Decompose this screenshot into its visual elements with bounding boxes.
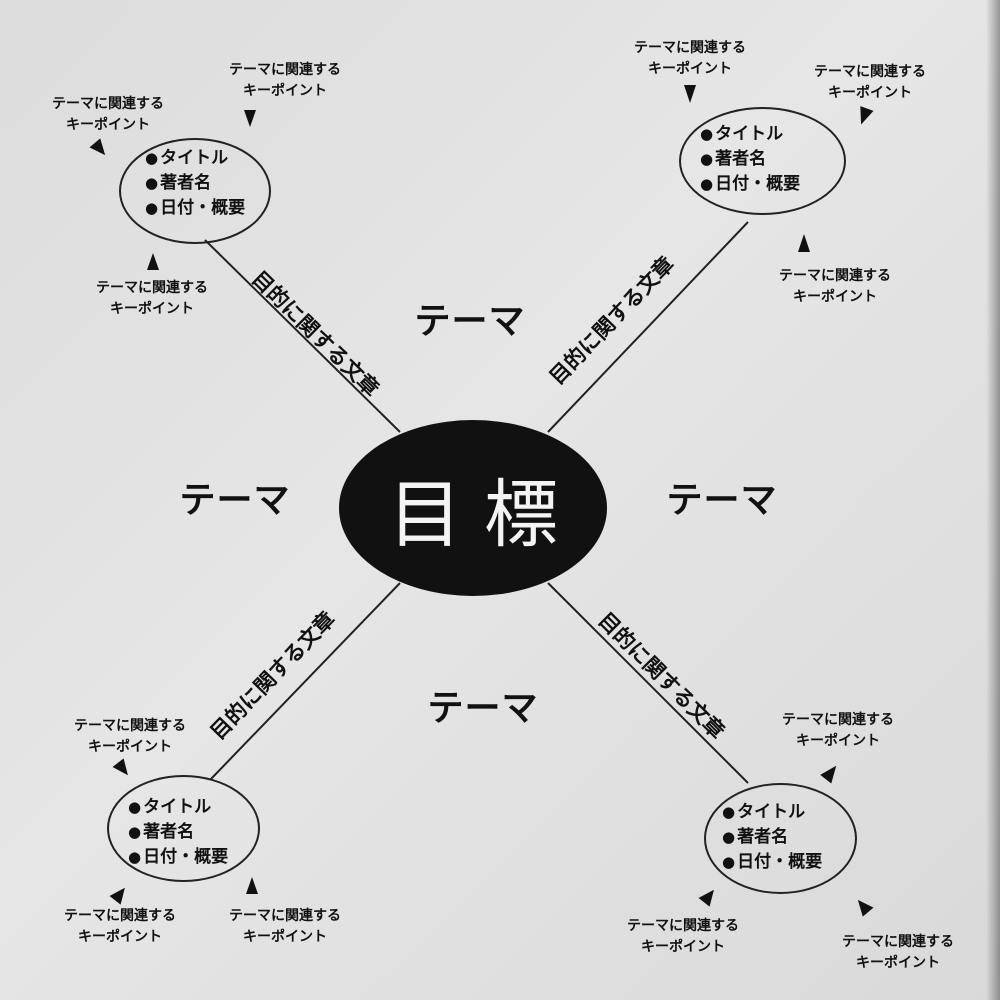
title-item: タイトル: [715, 124, 784, 144]
arrow-marker: [798, 234, 810, 252]
date-item: 日付・概要: [160, 198, 246, 218]
theme-top: テーマ: [414, 301, 526, 342]
theme-bottom: テーマ: [427, 688, 539, 729]
goal-ellipse: 目標: [339, 420, 607, 596]
keypoint-label: テーマに関連するキーポイント: [634, 40, 746, 77]
source-node-bottom-left: [107, 775, 260, 882]
source-node-bottom-right: [704, 783, 857, 894]
keypoint-label: テーマに関連するキーポイント: [782, 712, 894, 749]
source-node-list: ●タイトル ●著者名 ●日付・概要: [128, 797, 229, 867]
arrow-marker: [684, 85, 696, 103]
source-node-list: ●タイトル ●著者名 ●日付・概要: [145, 148, 246, 218]
keypoint-label: テーマに関連するキーポイント: [74, 718, 186, 755]
keypoint-label: テーマに関連するキーポイント: [842, 934, 954, 971]
keypoint-label: テーマに関連するキーポイント: [779, 268, 891, 305]
date-item: 日付・概要: [715, 174, 801, 194]
title-item: タイトル: [160, 148, 229, 168]
author-item: 著者名: [737, 827, 789, 847]
goal-label: 目標: [388, 471, 580, 558]
source-node-top-right: [679, 107, 846, 215]
date-item: 日付・概要: [737, 852, 823, 872]
keypoint-label: テーマに関連するキーポイント: [627, 918, 739, 955]
source-node-top-left: [119, 138, 271, 244]
keypoint-label: テーマに関連するキーポイント: [52, 96, 164, 133]
keypoint-label: テーマに関連するキーポイント: [229, 62, 341, 99]
theme-left: テーマ: [179, 480, 291, 521]
title-item: タイトル: [143, 797, 212, 817]
author-item: 著者名: [715, 149, 767, 169]
arrow-marker: [147, 253, 159, 270]
connector-top-left: [204, 239, 401, 433]
date-item: 日付・概要: [143, 847, 229, 867]
connector-bottom-right: [547, 582, 749, 784]
author-item: 著者名: [160, 173, 212, 193]
author-item: 著者名: [143, 822, 195, 842]
source-node-list: ●タイトル ●著者名 ●日付・概要: [722, 802, 823, 872]
title-item: タイトル: [737, 802, 806, 822]
keypoint-label: テーマに関連するキーポイント: [814, 64, 926, 101]
keypoint-label: テーマに関連するキーポイント: [96, 280, 208, 317]
arrow-marker: [246, 877, 258, 894]
source-node-list: ●タイトル ●著者名 ●日付・概要: [700, 124, 801, 194]
connector-bottom-left: [209, 582, 401, 781]
keypoint-label: テーマに関連するキーポイント: [229, 908, 341, 945]
connector-top-right: [547, 221, 749, 433]
arrow-marker: [244, 110, 256, 127]
keypoint-label: テーマに関連するキーポイント: [64, 908, 176, 945]
theme-right: テーマ: [666, 480, 778, 521]
